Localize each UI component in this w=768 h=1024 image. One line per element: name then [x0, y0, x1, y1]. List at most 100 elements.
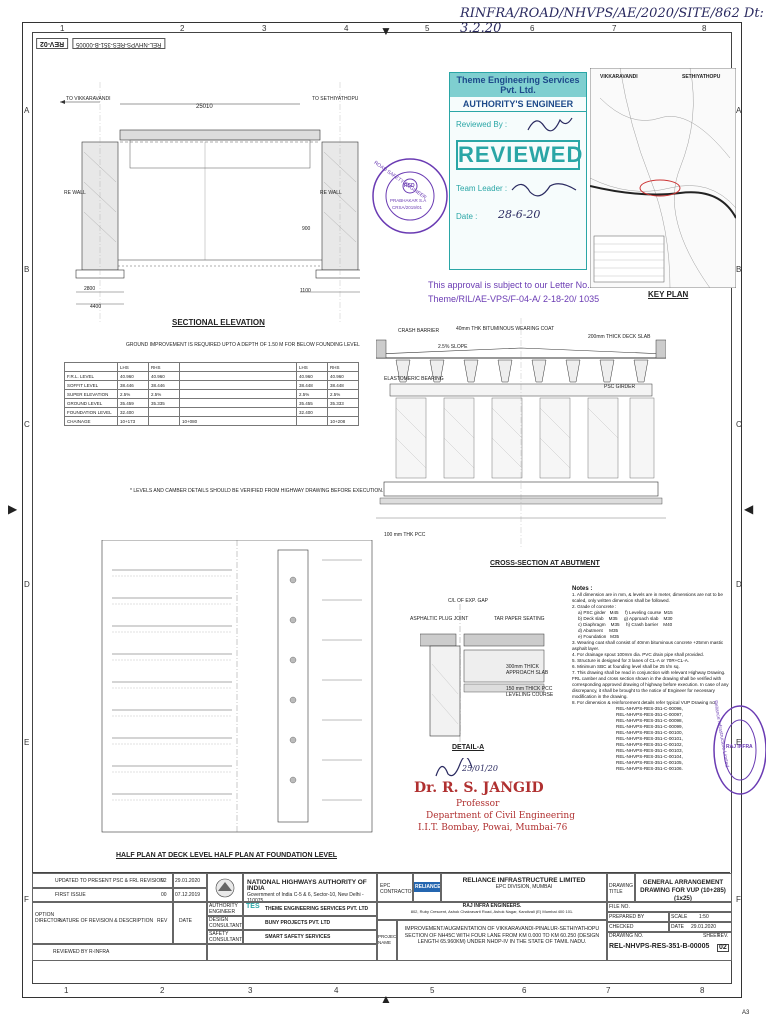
stamp-team-leader-row: Team Leader : [450, 174, 586, 204]
project-label-cell: PROJECT NAME [376, 919, 398, 961]
authority-address: Government of India C-5 & 6, Sector-10, … [247, 892, 364, 903]
sub-contractor-address: 802, Ruby Crescent, Ashok Chakravarti Ro… [410, 909, 574, 914]
note-item: REL-NHVPS-RES-351-C-00106. [616, 766, 683, 771]
blank-cell [206, 943, 378, 961]
row-letter: D [736, 580, 742, 589]
row-letter: A [736, 106, 742, 115]
safety-cell: SMART SAFETY SERVICES [242, 929, 378, 945]
signature-date: 25/01/20 [462, 764, 498, 773]
key-plan-sethiyathopu: SETHIYATHOPU [682, 74, 721, 80]
col-number: 4 [344, 24, 349, 33]
note-item: 3. Wearing coat shall consist of 40mm bi… [572, 640, 724, 651]
row-letter: E [24, 738, 30, 747]
sheet-size: A3 [742, 1010, 750, 1016]
stamp-reviewed-by-label: Reviewed By : [456, 120, 508, 129]
center-arrow-bottom: ▲ [380, 992, 392, 1006]
col-number: 4 [334, 986, 339, 995]
span-dimension: 25010 [196, 104, 213, 110]
table-cell: RHS [148, 362, 180, 372]
note-item: 7. This drawing shall be read in conjunc… [572, 670, 729, 699]
table-cell: 10+080 [179, 416, 297, 426]
reviewed-by: REVIEWED BY R-INFRA [53, 949, 110, 955]
table-cell: 32.400 [117, 407, 149, 417]
table-cell [179, 380, 297, 390]
col-number: 5 [430, 986, 435, 995]
approval-note-line-2: Theme/RIL/AE-VPS/F-04-A/ 2-18-20/ 1035 [428, 294, 600, 304]
table-cell: 35.335 [148, 398, 180, 408]
rev-tag: REV-02 [36, 38, 69, 49]
col-number: 6 [522, 986, 527, 995]
row-letter: B [736, 265, 742, 274]
rev-no: 00 [161, 892, 167, 898]
reviewer-signature [527, 117, 573, 132]
rev-desc-header: NATURE OF REVISION & DESCRIPTION [59, 918, 154, 924]
table-cell: 35.455 [296, 398, 328, 408]
seal-right-center: RAJ INFRA [726, 744, 753, 750]
rev-date: 29.01.2020 [175, 878, 201, 884]
rev-row: FIRST ISSUE 00 [32, 887, 174, 903]
note-item: 8. For dimension & reinforcement details… [572, 700, 716, 705]
drawing-frame [22, 22, 742, 998]
row-letter: F [24, 895, 29, 904]
detail-approach: 300mm THICK APPROACH SLAB [506, 664, 549, 676]
col-number: 7 [606, 986, 611, 995]
table-header: LHS RHS LHS RHS [64, 362, 359, 372]
prepared-label: PREPARED BY [609, 914, 645, 920]
note-item: d) Abutment M35 [578, 628, 619, 633]
note-item: REL-NHVPS-RES-351-C-00100, [616, 730, 683, 735]
seal-left-code: CRSA/2019/01 [392, 205, 423, 210]
table-cell: 2.5% [296, 389, 328, 399]
table-cell [179, 398, 297, 408]
table-cell [327, 407, 359, 417]
rev-no-header: REV [157, 918, 168, 924]
detail-pcc: 150 mm THICK PCC LEVELING COURSE [506, 686, 554, 698]
re-wall-right: RE WALL [320, 190, 342, 196]
option-director: OPTION DIRECTOR [35, 912, 62, 924]
stamp-company: Theme Engineering Services Pvt. Ltd. [450, 73, 586, 97]
road-safety-seal [372, 158, 448, 234]
center-arrow-top: ▼ [380, 24, 392, 38]
sub-contractor-cell: RAJ INFRA ENGINEERS. 802, Ruby Crescent,… [376, 901, 608, 921]
drawing-no: REL-NHVPS-RES-351-B-00005 [609, 943, 710, 950]
table-cell: 10+208 [327, 416, 359, 426]
table-cell: 35.459 [117, 398, 149, 408]
reliance-logo-cell: RELIANCE [412, 873, 442, 903]
note-item: b) Deck slab M35 g) Approach slab M30 [578, 616, 673, 621]
design-consultant: BUNY PROJECTS PVT. LTD [265, 920, 331, 926]
note-item: REL-NHVPS-RES-351-C-00102, [616, 742, 683, 747]
col-number: 6 [530, 24, 535, 33]
table-cell: 2.5% [148, 389, 180, 399]
reliance-logo: RELIANCE [414, 882, 441, 892]
note-item: REL-NHVPS-RES-351-C-00096, [616, 706, 683, 711]
epc-label-cell: EPC CONTRACTOR [376, 873, 414, 903]
design-cell: BUNY PROJECTS PVT. LTD [242, 915, 378, 931]
rev-desc: FIRST ISSUE [55, 892, 86, 898]
table-cell: 10+173 [117, 416, 149, 426]
team-leader-signature [511, 183, 577, 197]
sub-contractor: RAJ INFRA ENGINEERS. [462, 903, 522, 909]
row-letter: F [736, 895, 741, 904]
col-number: 2 [160, 986, 165, 995]
table-cell: F.R.L. LEVEL [64, 371, 118, 381]
dim-4400: 4400 [90, 304, 102, 310]
table-cell: CHAINAGE [64, 416, 118, 426]
rev-date: 07.12.2019 [175, 892, 201, 898]
authority-cell: NATIONAL HIGHWAYS AUTHORITY OF INDIA Gov… [242, 873, 378, 903]
col-number: 8 [700, 986, 705, 995]
scale-label: SCALE [671, 914, 688, 920]
drawing-title-label-cell: DRAWING TITLE [606, 873, 636, 903]
row-letter: B [24, 265, 30, 274]
signature-department: Department of Civil Engineering [426, 811, 575, 821]
prepared-cell: PREPARED BY [606, 911, 670, 923]
note-item: REL-NHVPS-RES-351-C-00097, [616, 712, 683, 717]
stamp-team-leader-label: Team Leader : [456, 184, 508, 193]
note-item: 1. All dimension are in mm, & levels are… [572, 592, 723, 603]
drawing-title-cell: GENERAL ARRANGEMENT DRAWING FOR VUP (10+… [634, 873, 732, 903]
half-plan-drawing [101, 540, 373, 833]
table-cell: 40.960 [148, 371, 180, 381]
rev-date-header: DATE [179, 918, 192, 924]
design-consultant-label: DESIGN CONSULTANT [209, 917, 243, 929]
